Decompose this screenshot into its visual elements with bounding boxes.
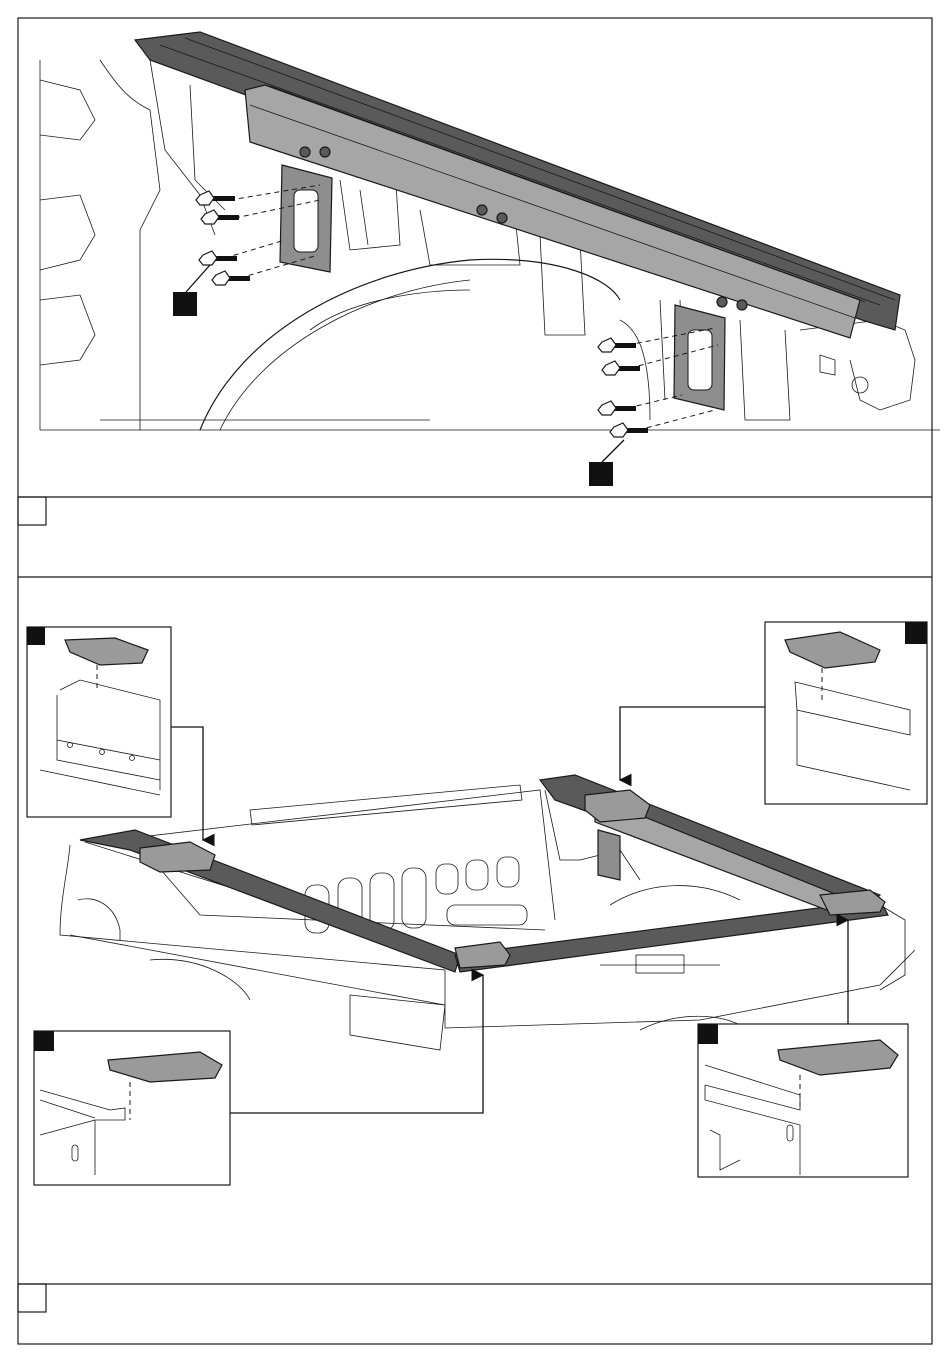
marker-right [589,462,613,486]
inset-bottom-left [34,1031,230,1185]
inset-top-left [27,627,171,817]
clip-rear-left [455,942,510,968]
inset-bottom-right [698,1024,908,1177]
marker-inset-bottom-left [34,1031,54,1051]
clip-placement-illustration [27,622,927,1185]
clip-rear-right [820,890,885,915]
step-box-2 [18,1284,46,1312]
clip-front-left [140,842,215,872]
step-box-1 [18,497,46,525]
inset-top-right [765,622,927,804]
marker-left [173,292,197,316]
marker-inset-top-right [905,622,927,644]
rail-bolting-illustration [40,32,940,486]
marker-inset-bottom-right [698,1024,718,1044]
clip-front-right [585,790,650,822]
marker-inset-top-left [27,627,45,645]
